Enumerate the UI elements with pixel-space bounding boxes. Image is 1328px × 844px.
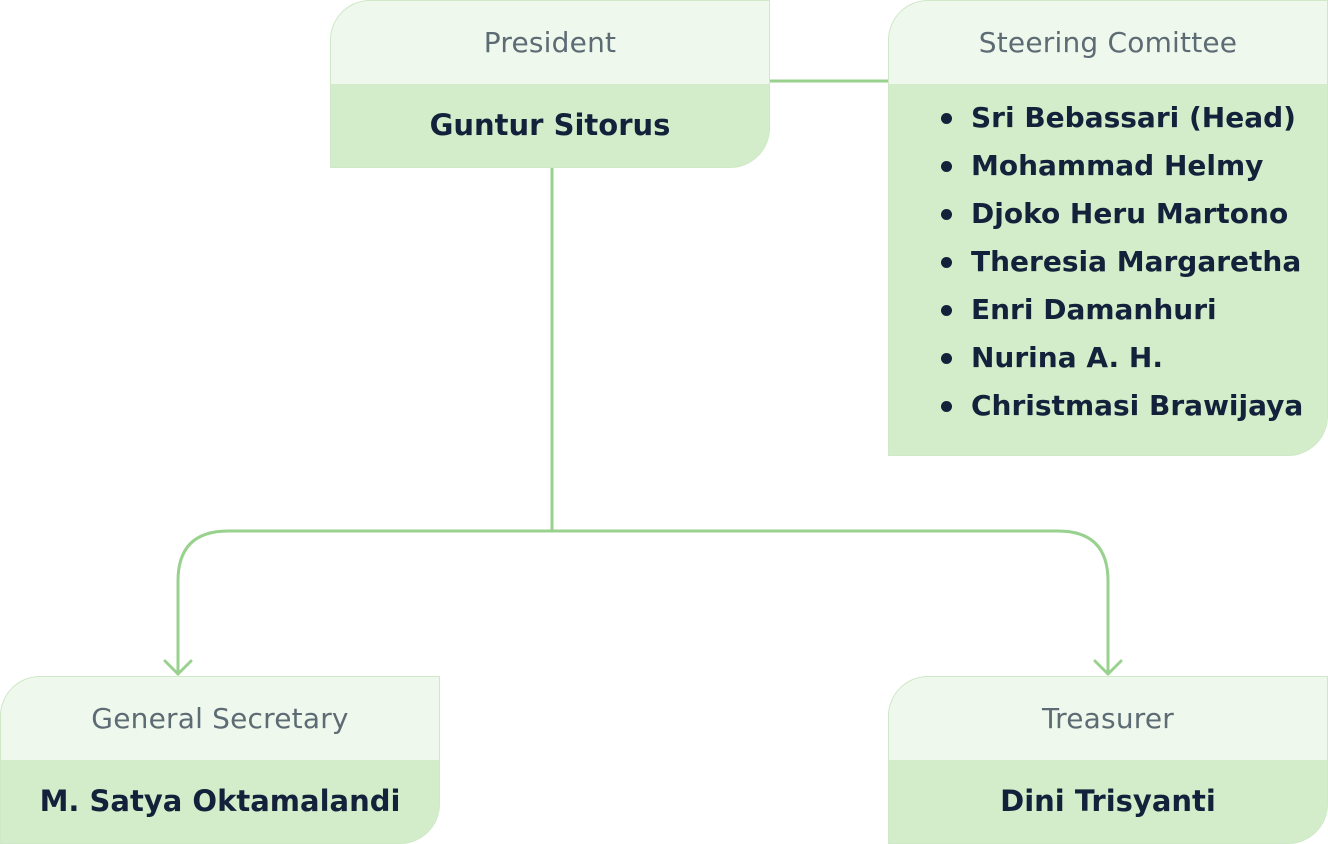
- branch-to-treasurer: [550, 529, 1110, 676]
- treasurer-name: Dini Trisyanti: [889, 760, 1327, 842]
- steering-member-list: Sri Bebassari (Head) Mohammad Helmy Djok…: [889, 84, 1327, 430]
- steering-member: Nurina A. H.: [889, 334, 1327, 382]
- steering-member: Christmasi Brawijaya: [889, 382, 1327, 430]
- steering-member: Mohammad Helmy: [889, 142, 1327, 190]
- president-title: President: [331, 1, 769, 84]
- steering-member: Djoko Heru Martono: [889, 190, 1327, 238]
- steering-committee-card: Steering Comittee Sri Bebassari (Head) M…: [888, 0, 1328, 456]
- steering-committee-body: Sri Bebassari (Head) Mohammad Helmy Djok…: [889, 84, 1327, 430]
- arrowhead-treasurer: [1093, 659, 1123, 676]
- president-card: President Guntur Sitorus: [330, 0, 770, 168]
- steering-member: Enri Damanhuri: [889, 286, 1327, 334]
- treasurer-title: Treasurer: [889, 677, 1327, 760]
- treasurer-card: Treasurer Dini Trisyanti: [888, 676, 1328, 844]
- general-secretary-title: General Secretary: [1, 677, 439, 760]
- steering-committee-title: Steering Comittee: [889, 1, 1327, 84]
- steering-member: Sri Bebassari (Head): [889, 94, 1327, 142]
- branch-to-secretary: [176, 529, 554, 676]
- arrowhead-secretary: [163, 659, 193, 676]
- general-secretary-card: General Secretary M. Satya Oktamalandi: [0, 676, 440, 844]
- president-name: Guntur Sitorus: [331, 84, 769, 166]
- steering-member: Theresia Margaretha: [889, 238, 1327, 286]
- general-secretary-name: M. Satya Oktamalandi: [1, 760, 439, 842]
